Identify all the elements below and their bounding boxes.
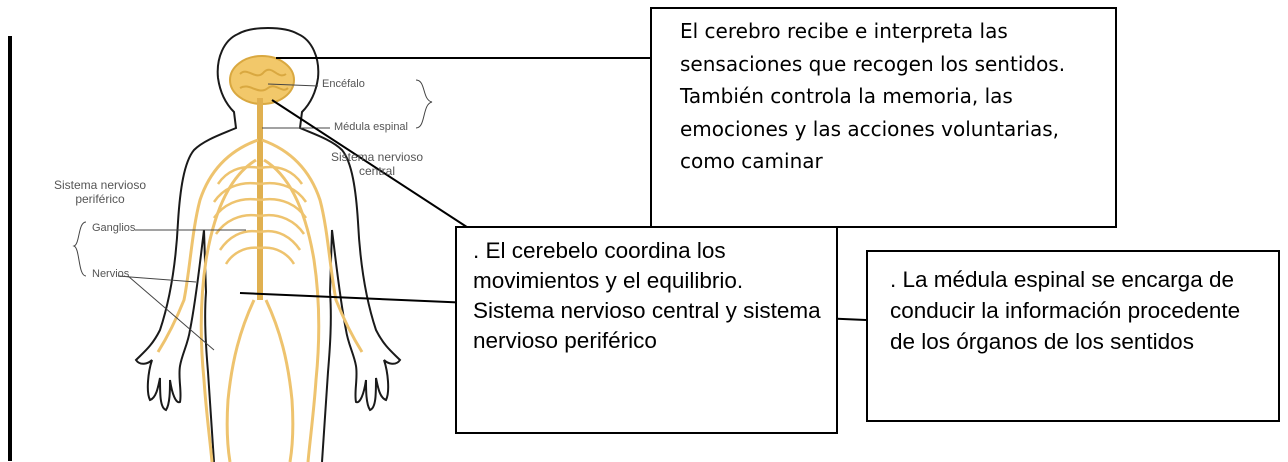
rib-nerves xyxy=(212,165,308,265)
body-outline xyxy=(134,27,402,462)
callout-box-cerebelo: . El cerebelo coordina los movimientos y… xyxy=(455,226,838,434)
label-sistema-nervioso-periferico: Sistema nervioso periférico xyxy=(53,178,147,206)
left-margin-bar xyxy=(8,36,12,461)
callout-medula-text: . La médula espinal se encarga de conduc… xyxy=(890,267,1241,354)
brain-folds xyxy=(239,68,289,92)
label-medula-espinal: Médula espinal xyxy=(334,121,408,133)
brain-shape xyxy=(229,55,295,105)
callout-cerebelo-text: . El cerebelo coordina los movimientos y… xyxy=(473,238,821,353)
label-nervios: Nervios xyxy=(92,268,130,280)
callout-box-cerebro: El cerebro recibe e interpreta las sensa… xyxy=(650,7,1117,228)
callout-cerebro-text: El cerebro recibe e interpreta las sensa… xyxy=(680,19,1066,173)
label-ganglios: Ganglios xyxy=(92,222,136,234)
nerve-network xyxy=(156,138,364,462)
label-sistema-nervioso-central: Sistema nervioso central xyxy=(330,150,424,178)
label-encefalo: Encéfalo xyxy=(322,78,365,90)
callout-box-medula: . La médula espinal se encarga de conduc… xyxy=(866,250,1280,422)
label-pointers xyxy=(72,79,433,351)
